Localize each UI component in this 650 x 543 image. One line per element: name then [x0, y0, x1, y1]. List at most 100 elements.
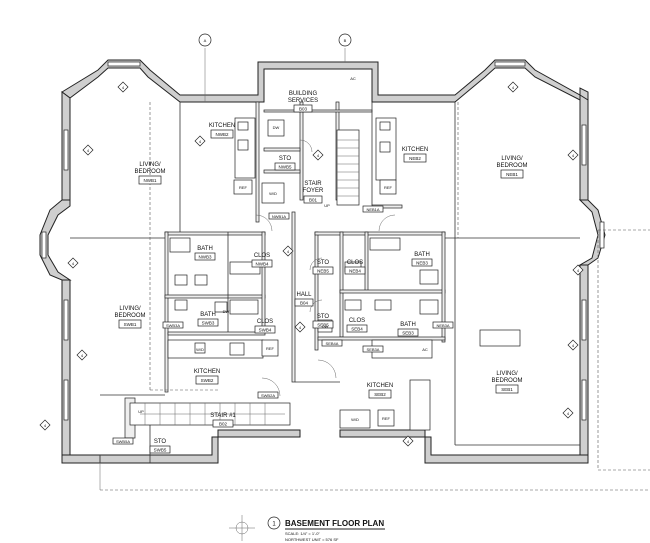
svg-text:4: 4 [122, 85, 125, 90]
room-sw-living: LIVING/ BEDROOM SWB1 [114, 306, 146, 329]
wall-type-marker: 4 [567, 149, 579, 161]
svg-text:4: 4 [572, 343, 575, 348]
room-stair-foyer: STAIR FOYER B01 [303, 181, 324, 204]
svg-text:4: 4 [299, 325, 302, 330]
title-block: 1 BASEMENT FLOOR PLAN SCALE: 1/4" = 1'-0… [229, 515, 385, 542]
room-bath-sw: BATH SWB3 [197, 312, 219, 327]
room-tag: SWB1 [124, 322, 137, 327]
door-tag: SEB3A [367, 347, 380, 352]
room-name: CLOS [254, 253, 270, 259]
dw-label: DW [322, 324, 329, 329]
wall-type-marker: 4 [82, 144, 94, 156]
room-tag: SEB5 [317, 323, 329, 328]
ref-label: REF [239, 185, 248, 190]
svg-text:4: 4 [572, 153, 575, 158]
room-stair-1: STAIR #1 B02 [210, 413, 236, 428]
room-name: STO [317, 314, 330, 320]
wall-type-marker: 4 [402, 435, 414, 447]
room-name: BATH [400, 322, 416, 328]
room-tag: SEB4 [351, 327, 363, 332]
svg-text:4: 4 [577, 268, 580, 273]
room-se-kitchen: KITCHEN SEB2 [367, 383, 393, 399]
room-tag: NEB5 [317, 269, 329, 274]
room-name: BATH [414, 252, 430, 258]
door-tag: SWB3A [166, 323, 180, 328]
room-tag: NEB4 [349, 269, 361, 274]
casework [167, 117, 521, 431]
drawing-note: NORTHWEST UNIT = 576 SF [285, 537, 339, 542]
drawing-title: BASEMENT FLOOR PLAN [285, 519, 384, 528]
door-tag: NEB3A [436, 323, 449, 328]
grid-lines [99, 48, 650, 491]
ac-label: AC [350, 76, 356, 81]
room-name: BATH [197, 246, 213, 252]
room-tag: B03 [299, 107, 308, 112]
room-name: BATH [200, 312, 216, 318]
room-name: STO [317, 260, 330, 266]
wall-type-marker: 4 [312, 149, 324, 161]
room-sto-se: STO SEB5 [312, 314, 334, 329]
drawing-number: 1 [272, 522, 276, 528]
wall-type-marker: 4 [562, 407, 574, 419]
svg-text:4: 4 [44, 423, 47, 428]
room-name: HALL [296, 292, 312, 298]
wall-type-marker: 4 [76, 349, 88, 361]
room-tag: NWB3 [198, 255, 211, 260]
room-name: CLOS [257, 319, 273, 325]
wall-type-marker: 4 [572, 264, 584, 276]
drawing-scale: SCALE: 1/4" = 1'-0" [285, 531, 320, 536]
wall-type-marker: 4 [67, 257, 79, 269]
room-tag: SWB2 [201, 378, 214, 383]
ref-label: REF [382, 416, 391, 421]
room-name: BUILDING [289, 91, 318, 97]
svg-text:4: 4 [567, 411, 570, 416]
door-tag: SWB5A [116, 439, 130, 444]
room-name: LIVING/ [139, 162, 161, 168]
room-tag: SEB3 [402, 331, 414, 336]
room-name-2: FOYER [303, 188, 324, 194]
washer-dryer-label: W/D [269, 191, 277, 196]
room-name-2: BEDROOM [491, 378, 522, 384]
up-label: UP [324, 203, 330, 208]
room-name: STAIR #1 [210, 413, 236, 419]
room-name-2: BEDROOM [496, 163, 527, 169]
door-tag: SEB4A [326, 341, 339, 346]
windows [41, 61, 605, 421]
room-clos-sw: CLOS SWB4 [254, 319, 276, 334]
room-nw-kitchen: KITCHEN NWB2 [209, 123, 235, 139]
svg-text:4: 4 [287, 249, 290, 254]
room-tag: SWB5 [154, 448, 167, 453]
room-tag: NWB4 [255, 262, 268, 267]
wall-type-marker: 4 [567, 339, 579, 351]
ref-label: REF [266, 346, 275, 351]
room-bath-ne: BATH NEB3 [411, 252, 433, 267]
wall-type-markers: 4 4 4 4 4 4 4 4 4 4 4 4 4 4 4 [39, 81, 584, 447]
room-hall: HALL B04 [294, 292, 314, 307]
room-tag: NWB5 [278, 165, 291, 170]
room-sto-nw: STO NWB5 [274, 156, 296, 171]
room-name: LIVING/ [496, 371, 518, 377]
room-sw-kitchen: KITCHEN SWB2 [194, 369, 220, 385]
dw-label: DW [223, 309, 230, 314]
room-name: LIVING/ [501, 156, 523, 162]
up-label: UP [138, 409, 144, 414]
wall-type-marker: 4 [294, 321, 306, 333]
svg-text:4: 4 [81, 353, 84, 358]
room-name: KITCHEN [402, 147, 428, 153]
room-name: CLOS [347, 260, 363, 266]
room-tag: NEB1 [506, 172, 518, 177]
room-name-2: BEDROOM [134, 169, 165, 175]
grid-marker-b: B [338, 33, 352, 47]
svg-text:4: 4 [87, 148, 90, 153]
room-tag: B02 [219, 422, 228, 427]
svg-text:4: 4 [407, 439, 410, 444]
room-name: KITCHEN [367, 383, 393, 389]
door-tag: NEB1A [366, 207, 379, 212]
room-tag: B04 [300, 301, 309, 306]
dashed-overhead-lines [149, 102, 459, 391]
room-building-services: BUILDING SERVICES B03 [288, 91, 318, 113]
stair-1-stairs [129, 402, 291, 426]
room-tag: NEB3 [416, 261, 428, 266]
room-nw-living: LIVING/ BEDROOM NWB1 [134, 162, 166, 185]
